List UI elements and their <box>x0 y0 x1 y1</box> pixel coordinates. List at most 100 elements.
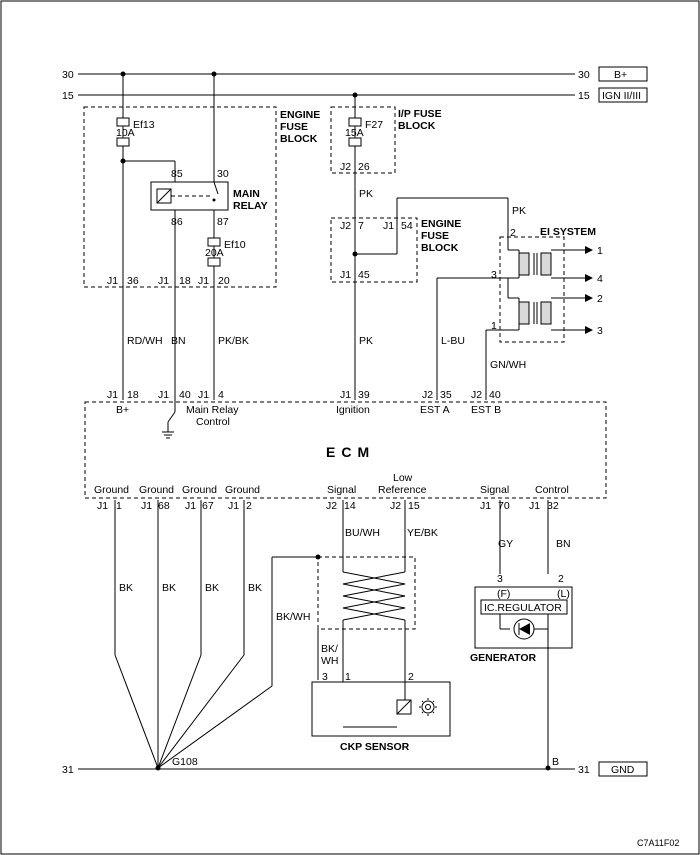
diagram-label: B <box>552 756 559 768</box>
engine-fuse-block-right <box>330 217 418 283</box>
b-plus-tag <box>598 66 648 82</box>
figure-code: C7A11F02 <box>637 838 679 848</box>
diagram-label: BK/ <box>321 643 338 655</box>
diagram-label: Control <box>535 484 569 496</box>
b-plus-tag-text: B+ <box>614 69 627 81</box>
diagram-label: 18 <box>127 389 139 401</box>
main-relay: 85 30 86 87 MAIN RELAY <box>150 74 268 280</box>
rail-ignition: 15 15 IGN II/III <box>62 87 648 103</box>
diagram-label: YE/BK <box>407 527 438 539</box>
diagram-label: BK <box>248 582 262 594</box>
diagram-label: 40 <box>179 389 191 401</box>
ecm-ground-symbol <box>162 400 176 439</box>
f27-name: F27 <box>365 119 383 131</box>
ecm-bottom-pins: Ground Ground Ground Ground Signal Low R… <box>94 472 569 512</box>
ei-pin: 3 <box>491 269 497 281</box>
diagram-label: Low <box>393 472 413 484</box>
diagram-label: Main Relay <box>186 404 239 416</box>
diagram-label: Ground <box>139 484 174 496</box>
diagram-label: J1 <box>158 389 169 401</box>
efb2-conn: J1 <box>340 269 351 281</box>
engine-fuse-block-left <box>83 106 277 288</box>
diagram-label: J1 <box>141 500 152 512</box>
relay-pin-87: 87 <box>217 216 229 228</box>
diagram-label: 3 <box>497 573 503 585</box>
engine-fuse-block-2-title: ENGINE <box>421 218 461 230</box>
rail-b-plus: 30 30 B+ <box>62 66 648 82</box>
ef10-name: Ef10 <box>224 239 246 251</box>
ign-tag <box>598 87 648 103</box>
ground-wires: BK BK BK BK BK/WH <box>114 500 318 769</box>
fuse-block-conn: J1 <box>107 275 118 287</box>
diagram-label: BK <box>162 582 176 594</box>
diagram-label: 40 <box>489 389 501 401</box>
engine-fuse-block-2-title: BLOCK <box>421 242 459 254</box>
diagram-label: J1 <box>228 500 239 512</box>
rail-b-plus-left-label: 30 <box>62 69 74 81</box>
efb2-pin: 54 <box>401 220 413 232</box>
diagram-label: (F) <box>497 588 510 600</box>
ip-pin: 26 <box>358 161 370 173</box>
diagram-label: BK <box>119 582 133 594</box>
relay-pin-30: 30 <box>217 168 229 180</box>
diagram-label: 39 <box>358 389 370 401</box>
diagram-label: BU/WH <box>345 527 380 539</box>
ei-pin: 2 <box>510 227 516 239</box>
diagram-label: 70 <box>498 500 510 512</box>
diagram-label: 1 <box>345 671 351 683</box>
diagram-label: 35 <box>440 389 452 401</box>
diagram-label: GY <box>498 538 513 550</box>
diagram-label: 1 <box>116 500 122 512</box>
diagram-label: BN <box>556 538 571 550</box>
diagram-label: GENERATOR <box>470 652 537 664</box>
ip-fuse-block-title: I/P FUSE <box>398 108 442 120</box>
efb2-pin: 45 <box>358 269 370 281</box>
diagram-label: CKP SENSOR <box>340 741 410 753</box>
wire-label: PK <box>359 188 373 200</box>
wire-label: BN <box>171 335 186 347</box>
diagram-label: J2 <box>471 389 482 401</box>
fuse-block-conn: J1 <box>198 275 209 287</box>
rail-ign-right-label: 15 <box>578 90 590 102</box>
fuse-f27: F27 15A J2 26 <box>340 95 383 400</box>
diagram-label: 2 <box>408 671 414 683</box>
diagram-label: GND <box>611 764 635 776</box>
diagram-label: EST A <box>420 404 450 416</box>
diagram-label: Signal <box>327 484 356 496</box>
ign-tag-text: IGN II/III <box>602 90 641 102</box>
diagram-label: Ground <box>225 484 260 496</box>
fuse-block-pin: 36 <box>127 275 139 287</box>
diagram-label: J1 <box>107 389 118 401</box>
diagram-label: 31 <box>578 764 590 776</box>
wire-label: PK <box>359 335 373 347</box>
f27-rating: 15A <box>345 127 364 139</box>
engine-fuse-block-title: BLOCK <box>280 133 318 145</box>
diagram-label: 67 <box>202 500 214 512</box>
diagram-label: 4 <box>218 389 224 401</box>
wire-label: GN/WH <box>490 359 526 371</box>
ei-out: 4 <box>597 273 603 285</box>
diagram-label: 31 <box>62 764 74 776</box>
ei-out: 2 <box>597 293 603 305</box>
diagram-label: J1 <box>185 500 196 512</box>
ckp-sensor: 3 1 2 CKP SENSOR <box>311 671 451 753</box>
main-relay-title: RELAY <box>233 200 268 212</box>
ef13-rating: 10A <box>116 127 135 139</box>
wire-label: PK <box>512 205 526 217</box>
fuse-ef13: Ef13 10A <box>116 74 175 400</box>
fuse-block-pin: 18 <box>179 275 191 287</box>
efb2-conn: J2 <box>340 220 351 232</box>
diagram-label: Ground <box>94 484 129 496</box>
relay-pin-86: 86 <box>171 216 183 228</box>
ei-out: 3 <box>597 325 603 337</box>
engine-fuse-block-title: FUSE <box>280 121 308 133</box>
ip-fuse-block-title: BLOCK <box>398 120 436 132</box>
efb2-conn: J1 <box>383 220 394 232</box>
diagram-label: (L) <box>557 588 570 600</box>
diagram-label: Control <box>196 416 230 428</box>
diagram-label: J1 <box>529 500 540 512</box>
diagram-label: Signal <box>480 484 509 496</box>
diagram-label: 15 <box>408 500 420 512</box>
